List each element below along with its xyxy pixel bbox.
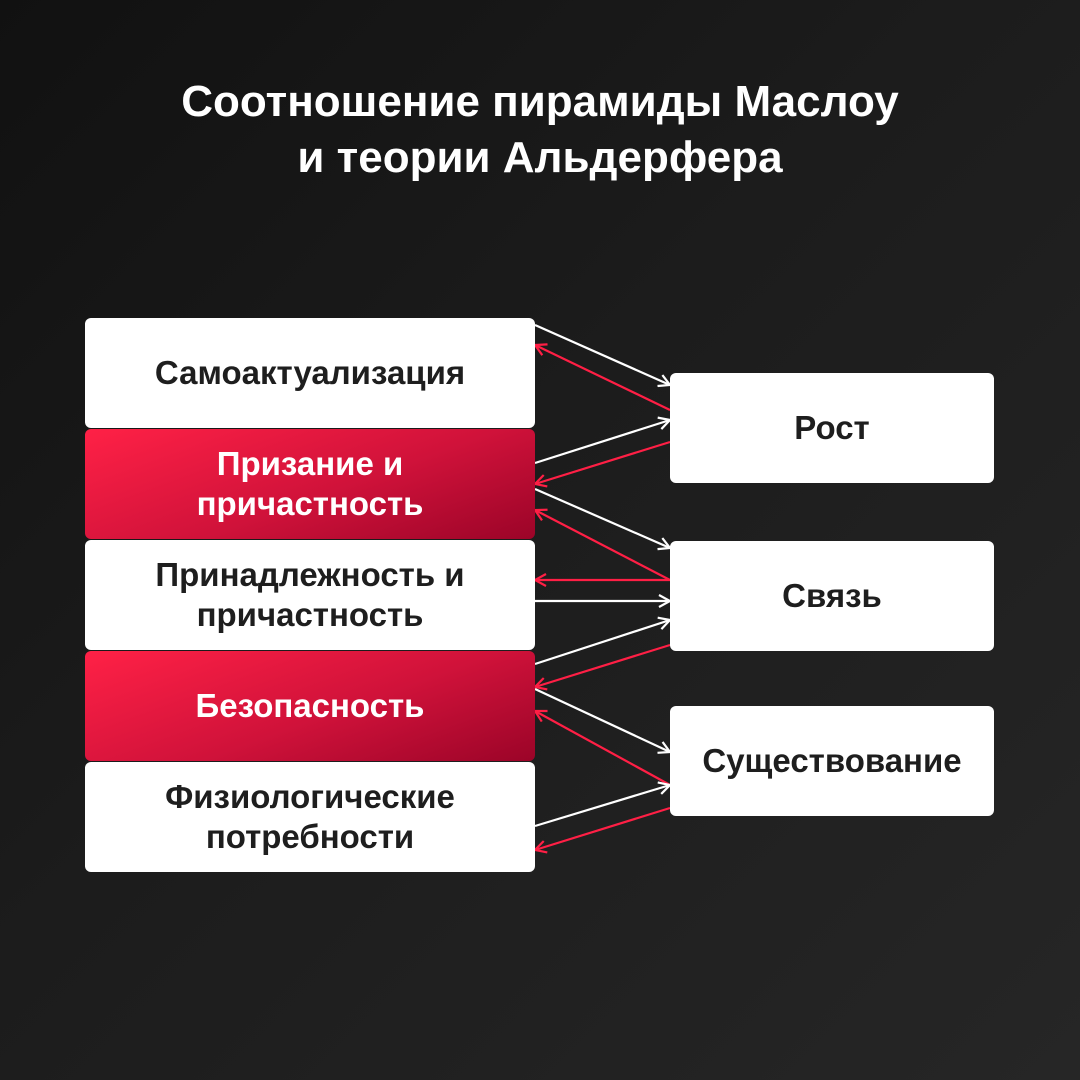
alderfer-label: Существование — [702, 742, 962, 779]
maslow-level-esteem: Призание и причастность — [85, 429, 535, 539]
forward-arrow — [534, 620, 670, 666]
alderfer-label: Связь — [782, 577, 882, 614]
maslow-level-label: Физиологические потребности — [165, 778, 455, 855]
title-line-1: Соотношение пирамиды Маслоу — [181, 77, 899, 126]
back-arrow — [535, 510, 671, 581]
forward-arrow — [534, 487, 670, 548]
maslow-level-belonging: Принадлежность и причастность — [85, 540, 535, 650]
forward-arrow — [534, 688, 670, 752]
alderfer-growth: Рост — [670, 373, 994, 483]
back-arrow — [535, 345, 671, 411]
forward-arrow — [534, 785, 670, 828]
alderfer-label: Рост — [794, 409, 870, 446]
back-arrow — [535, 440, 671, 484]
forward-arrow — [534, 323, 670, 385]
back-arrow — [535, 643, 671, 687]
back-arrow — [535, 806, 671, 850]
maslow-level-physiological: Физиологические потребности — [85, 762, 535, 872]
alderfer-relatedness: Связь — [670, 541, 994, 651]
maslow-level-self-actualization: Самоактуализация — [85, 318, 535, 428]
alderfer-existence: Существование — [670, 706, 994, 816]
maslow-level-label: Призание и причастность — [196, 445, 424, 522]
maslow-level-safety: Безопасность — [85, 651, 535, 761]
back-arrow — [535, 711, 671, 786]
forward-arrow — [534, 420, 670, 465]
maslow-level-label: Самоактуализация — [154, 354, 466, 391]
page-title: Соотношение пирамиды Маслоу и теории Аль… — [0, 74, 1080, 186]
maslow-level-label: Принадлежность и причастность — [155, 556, 465, 633]
maslow-level-label: Безопасность — [195, 687, 425, 724]
title-line-2: и теории Альдерфера — [297, 133, 783, 182]
